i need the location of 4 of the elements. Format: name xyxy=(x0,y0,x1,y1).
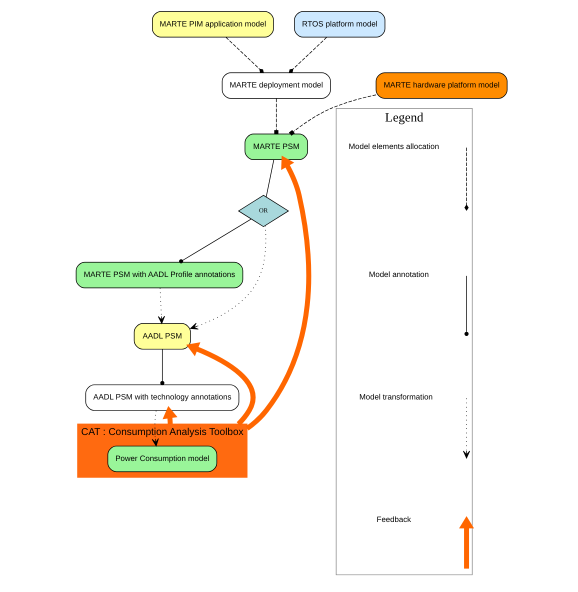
legend-label: Model transformation xyxy=(358,392,432,402)
legend-label: Model annotation xyxy=(368,270,428,280)
legend-label: Feedback xyxy=(376,515,411,524)
legend-label: Model elements allocation xyxy=(348,142,439,151)
